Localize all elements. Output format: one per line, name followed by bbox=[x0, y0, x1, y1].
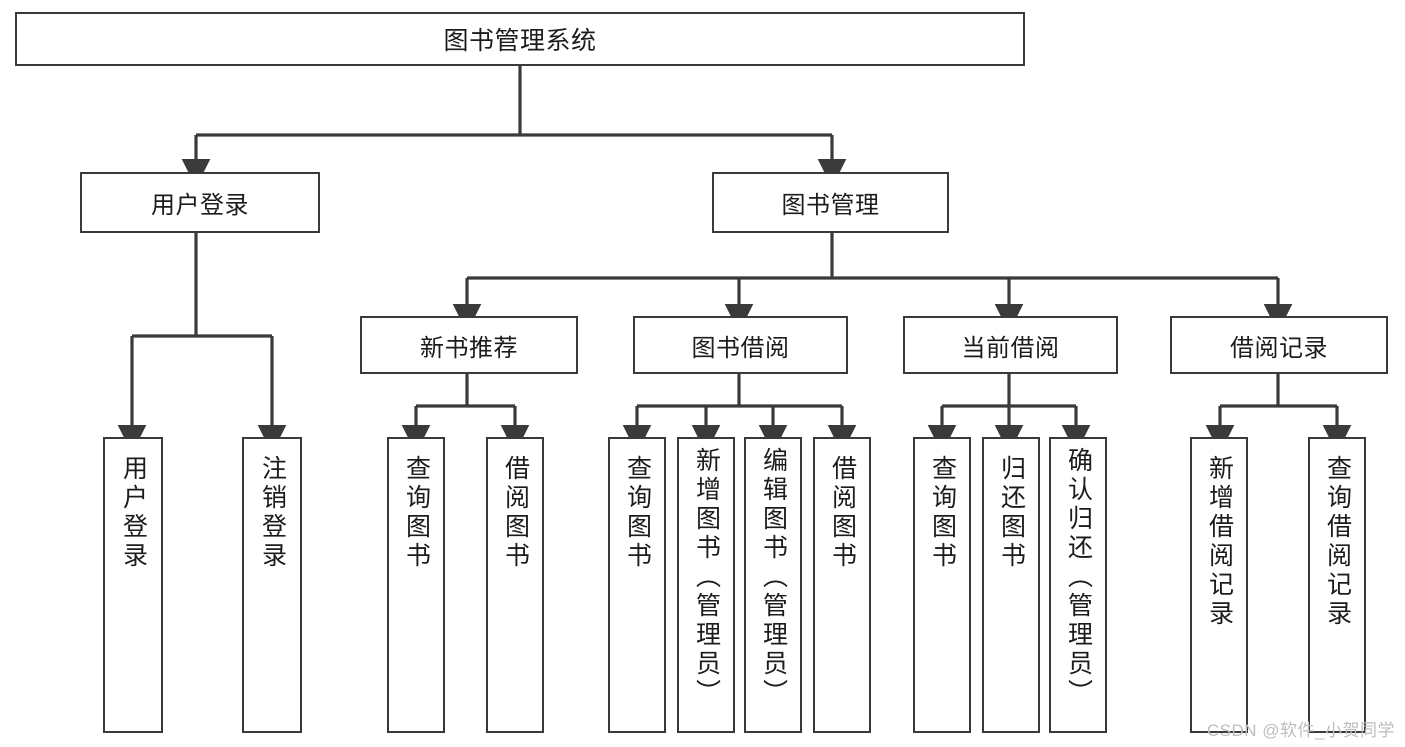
leaf-book-borrow-edit[interactable]: 编辑图书（管理员） bbox=[744, 437, 802, 733]
leaf-label: 查询图书 bbox=[928, 455, 957, 571]
leaf-book-borrow-query[interactable]: 查询图书 bbox=[608, 437, 666, 733]
leaf-book-borrow-add[interactable]: 新增图书（管理员） bbox=[677, 437, 735, 733]
node-user-login[interactable]: 用户登录 bbox=[80, 172, 320, 233]
node-new-book-recommend[interactable]: 新书推荐 bbox=[360, 316, 578, 374]
node-book-management[interactable]: 图书管理 bbox=[712, 172, 949, 233]
leaf-label: 借阅图书 bbox=[828, 455, 857, 571]
leaf-label: 新增图书（管理员） bbox=[692, 447, 721, 708]
leaf-label: 确认归还（管理员） bbox=[1064, 447, 1093, 708]
leaf-user-login-login[interactable]: 用户登录 bbox=[103, 437, 163, 733]
leaf-borrow-record-query[interactable]: 查询借阅记录 bbox=[1308, 437, 1366, 733]
leaf-label: 借阅图书 bbox=[501, 455, 530, 571]
leaf-current-borrow-confirm-return[interactable]: 确认归还（管理员） bbox=[1049, 437, 1107, 733]
node-borrow-record[interactable]: 借阅记录 bbox=[1170, 316, 1388, 374]
leaf-new-book-query[interactable]: 查询图书 bbox=[387, 437, 445, 733]
leaf-label: 查询图书 bbox=[623, 455, 652, 571]
leaf-current-borrow-return[interactable]: 归还图书 bbox=[982, 437, 1040, 733]
leaf-label: 查询图书 bbox=[402, 455, 431, 571]
leaf-book-borrow-borrow[interactable]: 借阅图书 bbox=[813, 437, 871, 733]
node-current-borrow[interactable]: 当前借阅 bbox=[903, 316, 1118, 374]
leaf-borrow-record-add[interactable]: 新增借阅记录 bbox=[1190, 437, 1248, 733]
leaf-label: 归还图书 bbox=[997, 455, 1026, 571]
leaf-label: 新增借阅记录 bbox=[1205, 455, 1234, 629]
leaf-user-login-logout[interactable]: 注销登录 bbox=[242, 437, 302, 733]
leaf-new-book-borrow[interactable]: 借阅图书 bbox=[486, 437, 544, 733]
leaf-label: 用户登录 bbox=[119, 455, 148, 571]
csdn-watermark: CSDN @软件_小贺同学 bbox=[1206, 721, 1395, 740]
leaf-label: 注销登录 bbox=[258, 455, 287, 571]
leaf-current-borrow-query[interactable]: 查询图书 bbox=[913, 437, 971, 733]
node-root-system[interactable]: 图书管理系统 bbox=[15, 12, 1025, 66]
leaf-label: 查询借阅记录 bbox=[1323, 455, 1352, 629]
node-book-borrow[interactable]: 图书借阅 bbox=[633, 316, 848, 374]
leaf-label: 编辑图书（管理员） bbox=[759, 447, 788, 708]
